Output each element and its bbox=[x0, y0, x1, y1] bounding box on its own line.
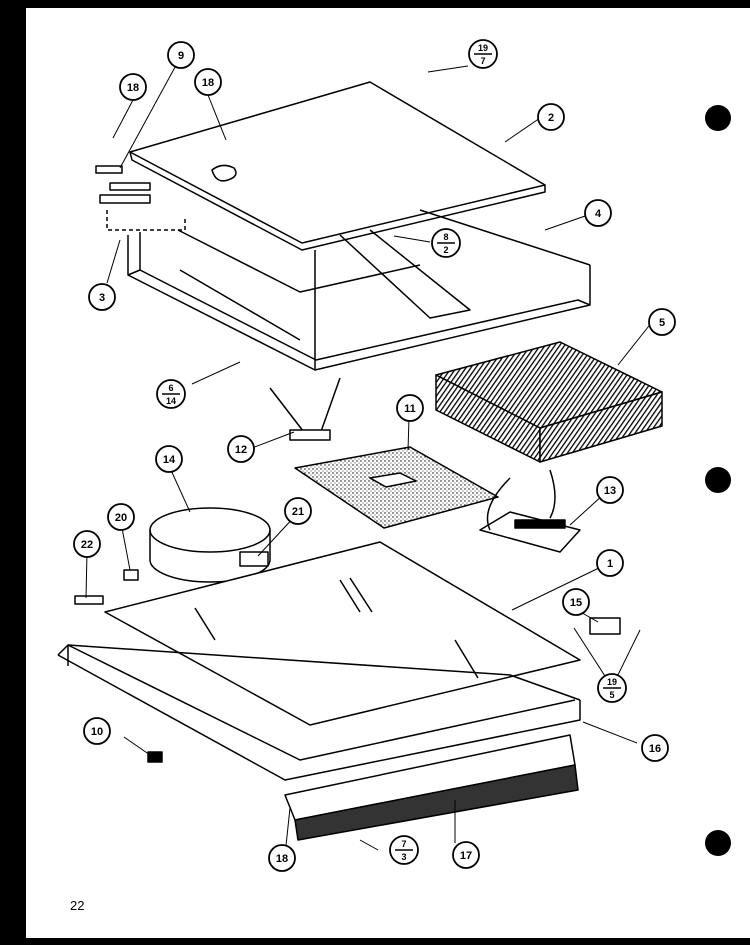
callout-circle bbox=[73, 530, 101, 558]
callout-16: 16 bbox=[641, 734, 669, 762]
callout-3: 3 bbox=[88, 283, 116, 311]
callout-label: 11 bbox=[404, 403, 416, 415]
part-20-clip bbox=[123, 569, 139, 581]
callout-22: 22 bbox=[73, 530, 101, 558]
callout-1: 1 bbox=[596, 549, 624, 577]
callout-circle bbox=[88, 283, 116, 311]
callout-14: 14 bbox=[155, 445, 183, 473]
fraction-callout-19-7: 197 bbox=[468, 39, 498, 69]
part-4-frame bbox=[127, 209, 591, 371]
callout-label: 17 bbox=[460, 850, 472, 862]
callout-label: 12 bbox=[235, 444, 247, 456]
callout-label: 13 bbox=[604, 485, 616, 497]
callout-label: 18 bbox=[276, 853, 288, 865]
callout-17: 17 bbox=[452, 841, 480, 869]
callout-circle bbox=[396, 394, 424, 422]
leader-lines bbox=[85, 57, 653, 856]
callout-label: 9 bbox=[178, 50, 184, 62]
callout-label: 20 bbox=[115, 512, 127, 524]
callout-circle bbox=[107, 503, 135, 531]
callout-label: 14 bbox=[163, 454, 176, 466]
fraction-callout-8-2: 82 bbox=[431, 228, 461, 258]
part-9-clip bbox=[95, 165, 123, 174]
callout-18: 18 bbox=[194, 68, 222, 96]
binder-hole-top bbox=[705, 105, 731, 131]
callout-circle bbox=[194, 68, 222, 96]
fraction-bottom: 5 bbox=[609, 690, 614, 700]
callout-label: 5 bbox=[659, 317, 665, 329]
part-16-lower-frame bbox=[57, 644, 581, 781]
callout-label: 4 bbox=[595, 208, 602, 220]
part-11-pad bbox=[294, 446, 499, 529]
part-17-grille bbox=[284, 734, 579, 841]
callout-21: 21 bbox=[284, 497, 312, 525]
callout-circle bbox=[562, 588, 590, 616]
callout-circle bbox=[584, 199, 612, 227]
callout-circle bbox=[596, 476, 624, 504]
callout-2: 2 bbox=[537, 103, 565, 131]
callouts: 9 18 18 2 4 3 5 11 12 14 13 20 21 22 1 15 10 16 17 18 bbox=[73, 41, 676, 872]
callout-circle bbox=[596, 549, 624, 577]
binder-hole-middle bbox=[705, 467, 731, 493]
callout-circle bbox=[452, 841, 480, 869]
callout-9: 9 bbox=[167, 41, 195, 69]
part-12-clip bbox=[269, 377, 341, 441]
callout-circle bbox=[155, 445, 183, 473]
binder-hole-bottom bbox=[705, 830, 731, 856]
callout-circle bbox=[648, 308, 676, 336]
callout-label: 22 bbox=[81, 539, 93, 551]
callout-13: 13 bbox=[596, 476, 624, 504]
callout-label: 21 bbox=[292, 506, 304, 518]
fraction-bottom: 7 bbox=[480, 56, 485, 66]
callout-label: 2 bbox=[548, 112, 554, 124]
fraction-top: 6 bbox=[168, 383, 173, 393]
fraction-callout-19-5: 195 bbox=[597, 673, 627, 703]
callout-label: 1 bbox=[607, 558, 613, 570]
callout-label: 3 bbox=[99, 292, 105, 304]
part-14-round-element bbox=[149, 507, 271, 583]
fraction-callout-6-14: 614 bbox=[156, 379, 186, 409]
callout-20: 20 bbox=[107, 503, 135, 531]
part-1-glass-panel bbox=[104, 541, 581, 726]
fraction-callout-7-3: 73 bbox=[389, 835, 419, 865]
callout-12: 12 bbox=[227, 435, 255, 463]
callout-5: 5 bbox=[648, 308, 676, 336]
part-10-clip bbox=[147, 751, 163, 763]
fraction-bottom: 2 bbox=[443, 245, 448, 255]
callout-label: 10 bbox=[91, 726, 103, 738]
page-number: 22 bbox=[70, 898, 85, 913]
callout-label: 15 bbox=[570, 597, 582, 609]
callout-label: 18 bbox=[202, 77, 214, 89]
fraction-top: 8 bbox=[443, 232, 448, 242]
callout-4: 4 bbox=[584, 199, 612, 227]
callout-circle bbox=[119, 73, 147, 101]
part-13-bracket bbox=[479, 469, 581, 553]
callout-circle bbox=[227, 435, 255, 463]
callout-circle bbox=[641, 734, 669, 762]
fraction-top: 19 bbox=[607, 677, 617, 687]
callout-11: 11 bbox=[396, 394, 424, 422]
callout-label: 18 bbox=[127, 82, 139, 94]
part-22-clip bbox=[74, 595, 104, 605]
callout-18: 18 bbox=[268, 844, 296, 872]
part-3-bracket bbox=[99, 182, 186, 231]
part-2-top-cover bbox=[129, 81, 546, 251]
fraction-top: 19 bbox=[478, 43, 488, 53]
callout-15: 15 bbox=[562, 588, 590, 616]
callout-10: 10 bbox=[83, 717, 111, 745]
fraction-bottom: 14 bbox=[166, 396, 176, 406]
callout-circle bbox=[537, 103, 565, 131]
fraction-top: 7 bbox=[401, 839, 406, 849]
callout-circle bbox=[83, 717, 111, 745]
callout-circle bbox=[284, 497, 312, 525]
callout-circle bbox=[167, 41, 195, 69]
callout-18: 18 bbox=[119, 73, 147, 101]
fraction-bottom: 3 bbox=[401, 852, 406, 862]
part-5-insulation bbox=[435, 341, 663, 463]
callout-circle bbox=[268, 844, 296, 872]
callout-label: 16 bbox=[649, 743, 661, 755]
